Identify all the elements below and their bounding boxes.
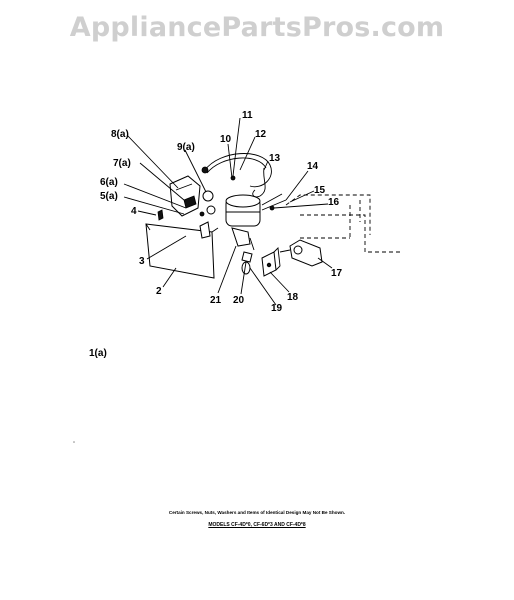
- callout-18: 18: [287, 292, 299, 303]
- footnote: Certain Screws, Nuts, Washers and Items …: [168, 510, 346, 515]
- leader-lines: [123, 117, 333, 306]
- callout-4: 4: [131, 206, 137, 217]
- models-caption: MODELS CF-4D*0, CF-6D*3 AND CF-4D*8: [0, 522, 514, 528]
- callout-19: 19: [271, 303, 283, 314]
- part-16-screw: [269, 205, 275, 211]
- part-13-wire: [252, 167, 266, 198]
- cabinet-outline: [285, 194, 402, 253]
- tubing-loop: [201, 153, 272, 188]
- callout-2: 2: [156, 286, 162, 297]
- callout-3: 3: [139, 256, 145, 267]
- callout-6a: 6(a): [100, 177, 118, 188]
- callout-16: 16: [328, 197, 340, 208]
- relay-assembly: [169, 175, 216, 217]
- callout-21: 21: [210, 295, 222, 306]
- callout-11: 11: [242, 110, 253, 121]
- bracket-17: [279, 239, 323, 267]
- callout-5a: 5(a): [100, 191, 118, 202]
- figure-label: 1(a): [89, 348, 107, 359]
- base-hardware: [231, 227, 255, 275]
- part-4-clip: [157, 209, 164, 221]
- callout-14: 14: [307, 161, 319, 172]
- callout-20: 20: [233, 295, 245, 306]
- callout-7a: 7(a): [113, 158, 131, 169]
- callout-12: 12: [255, 129, 267, 140]
- compressor: [225, 193, 287, 227]
- callout-13: 13: [269, 153, 281, 164]
- callout-17: 17: [331, 268, 343, 279]
- watermark-logo: AppliancePartsPros.com: [69, 12, 445, 43]
- stray-mark: [73, 441, 75, 443]
- callout-15: 15: [314, 185, 326, 196]
- bracket-18: [261, 247, 281, 277]
- models-text: MODELS CF-4D*0, CF-6D*3 AND CF-4D*8: [208, 522, 306, 528]
- callout-9a: 9(a): [177, 142, 195, 153]
- callout-8a: 8(a): [111, 129, 129, 140]
- callout-10: 10: [220, 134, 232, 145]
- mounting-panel: [145, 221, 219, 279]
